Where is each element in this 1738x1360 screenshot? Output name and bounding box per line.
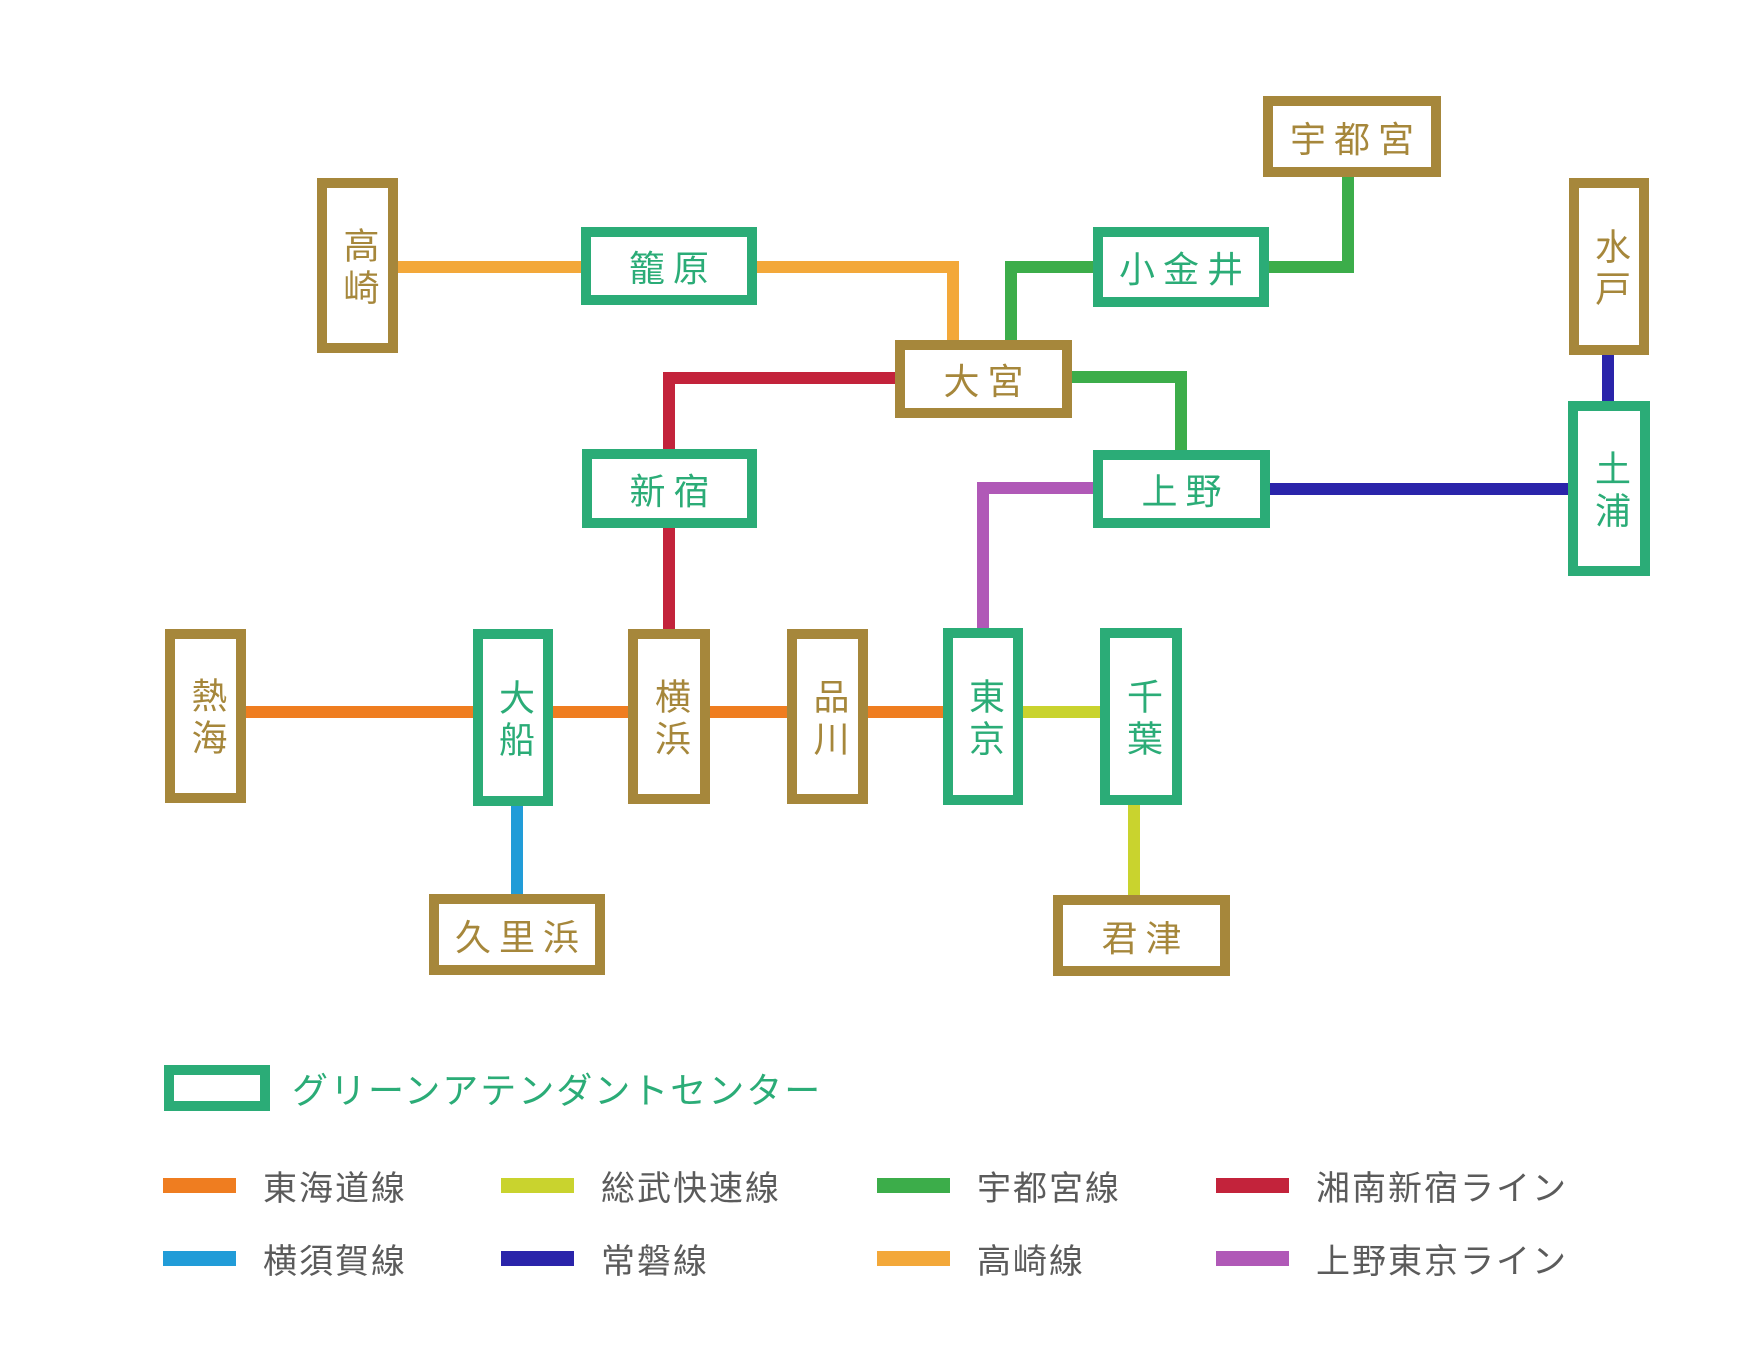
station-yokohama: 横浜	[628, 629, 710, 804]
legend-item-joban: 常磐線	[501, 1234, 709, 1284]
legend-label-takasaki_line: 高崎線	[977, 1242, 1085, 1282]
station-tsuchiura: 土浦	[1568, 401, 1650, 576]
legend-item-sobu: 総武快速線	[501, 1161, 781, 1211]
legend-label-tokaido: 東海道線	[263, 1169, 407, 1209]
edge-ueno_tokyo	[977, 482, 1093, 628]
station-utsunomiya: 宇都宮	[1263, 96, 1441, 177]
station-shinagawa: 品川	[787, 629, 868, 804]
station-mito: 水戸	[1569, 178, 1649, 355]
legend-attendant-label: グリーンアテンダントセンター	[292, 1071, 823, 1112]
legend-label-sobu: 総武快速線	[601, 1169, 781, 1209]
station-kagohara: 籠原	[581, 227, 757, 305]
legend-swatch-yokosuka	[163, 1251, 236, 1266]
legend-swatch-takasaki_line	[877, 1251, 950, 1266]
legend-label-yokosuka: 横須賀線	[263, 1242, 407, 1282]
legend-swatch-sobu	[501, 1178, 574, 1193]
station-chiba: 千葉	[1100, 628, 1182, 805]
legend-label-shonan_shinjuku: 湘南新宿ライン	[1316, 1169, 1568, 1209]
attendant-box-swatch	[164, 1065, 270, 1111]
legend-attendant-row: グリーンアテンダントセンター	[164, 1065, 823, 1112]
legend-swatch-shonan_shinjuku	[1216, 1178, 1289, 1193]
legend-label-joban: 常磐線	[601, 1242, 709, 1282]
legend-label-ueno_tokyo: 上野東京ライン	[1316, 1242, 1568, 1282]
legend-swatch-joban	[501, 1251, 574, 1266]
legend-swatch-utsunomiya_line	[877, 1178, 950, 1193]
legend-item-tokaido: 東海道線	[163, 1161, 407, 1211]
legend-item-takasaki_line: 高崎線	[877, 1234, 1085, 1284]
station-atami: 熱海	[165, 629, 246, 803]
legend-label-utsunomiya_line: 宇都宮線	[977, 1169, 1121, 1209]
edge-utsunomiya_line	[1269, 177, 1354, 273]
legend-swatch-ueno_tokyo	[1216, 1251, 1289, 1266]
station-shinjuku: 新宿	[582, 449, 757, 528]
station-ofuna: 大船	[473, 629, 553, 806]
edge-utsunomiya_line	[1072, 371, 1187, 450]
station-kimitsu: 君津	[1053, 895, 1230, 976]
legend-swatch-tokaido	[163, 1178, 236, 1193]
station-ueno: 上野	[1093, 450, 1270, 528]
station-kurihama: 久里浜	[429, 894, 605, 975]
legend-item-ueno_tokyo: 上野東京ライン	[1216, 1234, 1568, 1284]
station-takasaki: 高崎	[317, 178, 398, 353]
station-koganei: 小金井	[1093, 227, 1269, 307]
edge-takasaki_line	[757, 261, 959, 340]
legend-item-utsunomiya_line: 宇都宮線	[877, 1161, 1121, 1211]
edge-utsunomiya_line	[1005, 261, 1093, 340]
legend-item-yokosuka: 横須賀線	[163, 1234, 407, 1284]
station-tokyo: 東京	[943, 628, 1023, 805]
station-omiya: 大宮	[895, 340, 1072, 418]
legend-item-shonan_shinjuku: 湘南新宿ライン	[1216, 1161, 1568, 1211]
edge-shonan_shinjuku	[663, 372, 895, 449]
